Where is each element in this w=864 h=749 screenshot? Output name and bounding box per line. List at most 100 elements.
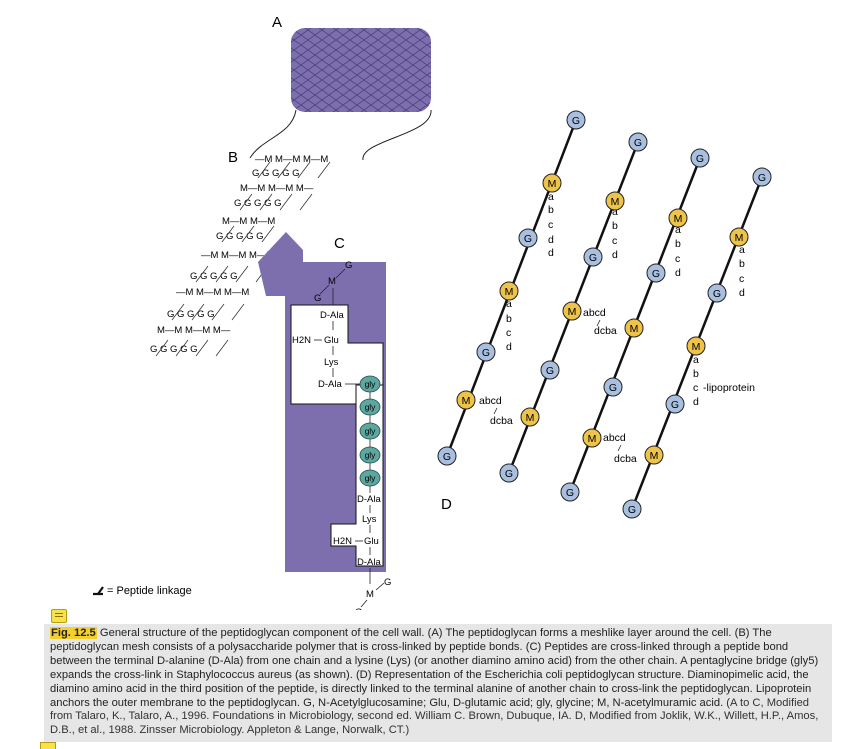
g-node: G	[566, 110, 586, 130]
g-label: G	[355, 607, 362, 610]
peptide-d: d	[739, 287, 745, 299]
mesh-row: G G G G G	[252, 168, 300, 179]
peptide-b: b	[506, 313, 512, 325]
peptide-a: a	[675, 224, 681, 236]
g-node: G	[560, 482, 580, 502]
peptide-b: b	[548, 204, 554, 216]
m-node: M	[624, 318, 644, 338]
peptide-a: a	[739, 244, 745, 256]
d-ala-residue: D-Ala	[357, 494, 381, 505]
caption-source: (A to C, Modified from Talaro, K., Talar…	[50, 696, 819, 737]
mesh-row: M—M M—M M—	[157, 325, 231, 336]
abcd-label: abcd	[583, 307, 606, 319]
peptide-stem: a b c d	[612, 206, 618, 261]
m-node: M	[644, 445, 664, 465]
g-label: G	[505, 468, 513, 480]
peptide-c: c	[675, 253, 680, 265]
m-node: M	[668, 208, 688, 228]
figure-label: Fig. 12.5	[50, 627, 97, 639]
mesh-row: G G G G G	[216, 231, 264, 242]
g-label: G	[589, 252, 597, 264]
g-label: G	[652, 268, 660, 280]
g-label: G	[566, 487, 574, 499]
g-node: G	[499, 463, 519, 483]
crosslink-pair: abcd dcba	[603, 432, 637, 465]
m-node: M	[729, 227, 749, 247]
peptide-b: b	[693, 368, 699, 380]
g-node: G	[603, 377, 623, 397]
note-icon[interactable]	[40, 742, 56, 749]
peptide-stem: a b c d	[506, 298, 512, 353]
lipoprotein-label: -lipoprotein	[703, 382, 755, 394]
peptide-c: c	[506, 327, 511, 339]
gly-label: gly	[365, 379, 377, 389]
peptide-d: d	[548, 234, 554, 246]
m-node: M	[686, 336, 706, 356]
peptide-b: b	[612, 220, 618, 232]
dcba-label: dcba	[594, 325, 617, 337]
d-ala-residue: D-Ala	[357, 557, 381, 568]
g-label: G	[314, 293, 321, 304]
mesh-row: —M M—M M—M	[201, 250, 274, 261]
m-node: M	[562, 301, 582, 321]
pentaglycine-bridge: gly gly gly gly gly	[359, 375, 381, 487]
panel-c-label: C	[334, 235, 345, 252]
m-node: M	[542, 173, 562, 193]
lys-residue: Lys	[324, 357, 339, 368]
g-label: G	[572, 115, 580, 127]
mesh-row: G G G G G	[150, 344, 198, 355]
peptide-linkage-symbol	[93, 586, 104, 596]
d-ala-residue: D-Ala	[318, 379, 342, 390]
g-label: G	[713, 288, 721, 300]
m-label: M	[505, 286, 514, 298]
peptide-d: d	[506, 341, 512, 353]
abcd-label: abcd	[603, 432, 626, 444]
g-label: G	[628, 504, 636, 516]
g-label: G	[384, 577, 391, 588]
mesh-row: G G G G G	[167, 309, 215, 320]
peptide-c: c	[548, 219, 553, 231]
figure-caption: Fig. 12.5 General structure of the pepti…	[44, 624, 832, 742]
g-node: G	[476, 342, 496, 362]
g-node: G	[622, 499, 642, 519]
peptide-a: a	[548, 191, 554, 203]
glycan-mesh-rows: —M M—M M—M G G G G G M—M M—M M— G G G G …	[150, 154, 328, 355]
peptidoglycan-figure: A B —M M—M M—M G G G G G M—M M—M M— G G …	[93, 14, 772, 610]
lys-residue: Lys	[362, 514, 377, 525]
magnification-bracket	[249, 109, 432, 161]
dcba-label: dcba	[614, 453, 637, 465]
m-node: M	[582, 428, 602, 448]
gly-bead: gly	[359, 446, 381, 464]
g-label: G	[671, 399, 679, 411]
chain-1-residues: D-Ala H2N Glu Lys D-Ala	[292, 310, 360, 390]
crosslink-pair: abcd dcba	[583, 307, 617, 337]
g-node: G	[646, 263, 666, 283]
peptide-a: a	[506, 298, 512, 310]
g-node: G	[752, 167, 772, 187]
g-label: G	[758, 172, 766, 184]
peptide-c: c	[739, 273, 744, 285]
m-label: M	[366, 589, 374, 600]
legend-text: = Peptide linkage	[107, 585, 192, 597]
g-node: G	[437, 446, 457, 466]
dcba-label: dcba	[490, 415, 513, 427]
glu-residue: Glu	[324, 335, 339, 346]
g-node: G	[707, 283, 727, 303]
m-node: M	[605, 191, 625, 211]
m-label: M	[548, 178, 557, 190]
g-label: G	[696, 153, 704, 165]
peptide-stem: a b c -lipoprotein d	[693, 354, 755, 408]
m-node: M	[520, 407, 540, 427]
peptide-stem: a b c d	[675, 224, 681, 279]
peptide-d: d	[675, 267, 681, 279]
mesh-row: —M M—M M—M	[176, 287, 249, 298]
peptide-d: d	[548, 247, 554, 259]
caption-text: General structure of the peptidoglycan c…	[50, 627, 819, 709]
note-icon[interactable]	[51, 609, 67, 623]
gly-bead: gly	[359, 469, 381, 487]
g-node: G	[628, 132, 648, 152]
mesh-row: G G G G G	[190, 271, 238, 282]
peptide-c: c	[612, 235, 617, 247]
g-node: G	[583, 247, 603, 267]
